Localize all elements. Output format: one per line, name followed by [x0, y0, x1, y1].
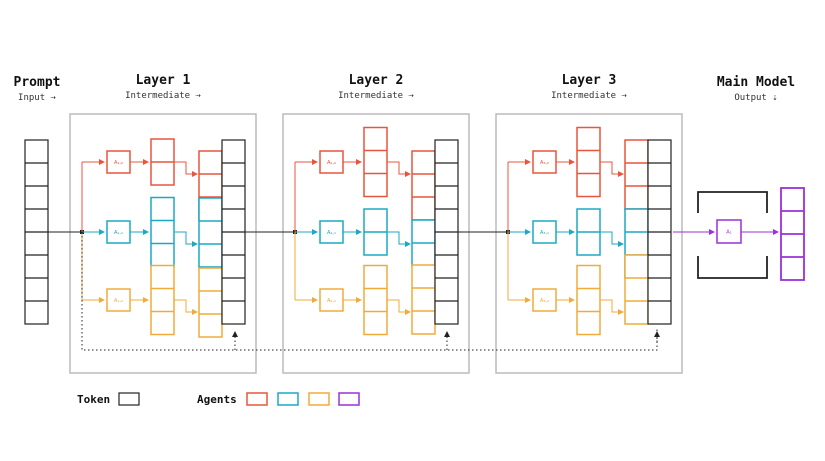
layer-1-title: Layer 1: [136, 73, 191, 88]
merge-arrow: [387, 299, 411, 315]
agent-label: A₃,₁: [540, 230, 549, 236]
agent-output-tokens: [363, 264, 388, 336]
agent-output-tokens: [150, 196, 175, 268]
merge-arrow: [174, 299, 198, 315]
merge-arrow: [174, 161, 198, 177]
agent-label: A₁,₂: [114, 298, 123, 304]
layer-2-subtitle: Intermediate ⇢: [338, 91, 414, 101]
merged-segment: [624, 139, 649, 210]
agent-output-tokens: [576, 126, 601, 198]
agent-output-tokens-outline: [363, 264, 388, 336]
agent-output-tokens: [363, 126, 388, 198]
layer-3-title: Layer 3: [562, 73, 617, 88]
agent-output-tokens: [363, 208, 388, 256]
layers-content: A₁,₀ A₁,₁ A₁,₂ A₂,₀ A₂,₁ A₂,₂ A₃,₀ A₃,₁ A₃,₂: [48, 126, 672, 338]
merged-token-stack: [411, 150, 436, 335]
output-token: [780, 187, 805, 281]
merged-token-stack: [198, 150, 223, 338]
output-token-column: [780, 187, 805, 281]
agent-label: A₂,₁: [327, 230, 336, 236]
merge-arrow: [600, 299, 624, 315]
legend-agent-orange-swatch: [308, 392, 330, 406]
merged-segment: [411, 264, 436, 335]
merge-arrow: [174, 231, 198, 247]
merged-segment-outline: [411, 150, 436, 221]
agent-label: A₁,₀: [114, 160, 123, 166]
agent-label: A₃,₂: [540, 298, 549, 304]
merge-arrow: [600, 161, 624, 177]
layer-3-frame: [495, 113, 683, 374]
layer-3-content: A₃,₀ A₃,₁ A₃,₂: [457, 126, 672, 336]
legend-token-label: Token: [77, 393, 110, 406]
main-model-agent-label: A₁: [726, 230, 731, 236]
merged-segment-outline: [411, 264, 436, 335]
merged-segment: [624, 254, 649, 325]
merge-arrow: [600, 231, 624, 247]
merged-segment-outline: [198, 267, 223, 338]
layer-2-content: A₂,₀ A₂,₁ A₂,₂: [244, 126, 459, 336]
merged-segment-outline: [624, 139, 649, 210]
prompt-subtitle: Input ⇢: [18, 93, 57, 103]
prompt-title: Prompt: [14, 75, 61, 90]
prompt-token-column: [24, 139, 49, 325]
agent-output-tokens: [576, 264, 601, 336]
legend-agents-label: Agents: [197, 393, 237, 406]
agent-output-tokens: [150, 138, 175, 186]
residual-token-column: [221, 139, 246, 325]
layer-2-frame: [282, 113, 470, 374]
merged-token-stack: [624, 139, 649, 325]
residual-token-column: [434, 139, 459, 325]
agent-output-tokens-outline: [576, 126, 601, 198]
layer-1-content: A₁,₀ A₁,₁ A₁,₂: [48, 138, 246, 338]
agent-label: A₂,₀: [327, 160, 336, 166]
agent-label: A₃,₀: [540, 160, 549, 166]
main-model-subtitle: Output ⇣: [734, 93, 777, 103]
feedback-dotted-line: [81, 232, 660, 351]
agent-label: A₁,₁: [114, 230, 123, 236]
layer-2-title: Layer 2: [349, 73, 404, 88]
merged-segment: [411, 150, 436, 221]
agent-output-tokens: [576, 208, 601, 256]
main-model-block: A₁: [697, 191, 768, 279]
agent-output-tokens-outline: [363, 126, 388, 198]
main-model-title: Main Model: [717, 75, 795, 90]
layer-3-subtitle: Intermediate ⇢: [551, 91, 627, 101]
legend-agent-blue-swatch: [277, 392, 299, 406]
merge-arrow: [387, 161, 411, 177]
merged-segment-outline: [624, 254, 649, 325]
agent-output-tokens: [150, 264, 175, 336]
agent-label: A₂,₂: [327, 298, 336, 304]
agent-output-tokens-outline: [576, 264, 601, 336]
residual-token-column: [647, 139, 672, 325]
prompt-token: [24, 139, 49, 325]
agent-output-tokens-outline: [150, 196, 175, 268]
layer-1-frame: [69, 113, 257, 374]
merge-arrow: [387, 231, 411, 247]
merged-segment-outline: [198, 197, 223, 268]
agent-output-tokens-outline: [150, 264, 175, 336]
merged-segment: [411, 219, 436, 267]
legend-agent-red-swatch: [246, 392, 268, 406]
legend-token-swatch: [118, 392, 140, 406]
layer-1-subtitle: Intermediate ⇢: [125, 91, 201, 101]
legend-agent-purple-swatch: [338, 392, 360, 406]
merged-segment: [198, 197, 223, 268]
merged-segment: [198, 267, 223, 338]
